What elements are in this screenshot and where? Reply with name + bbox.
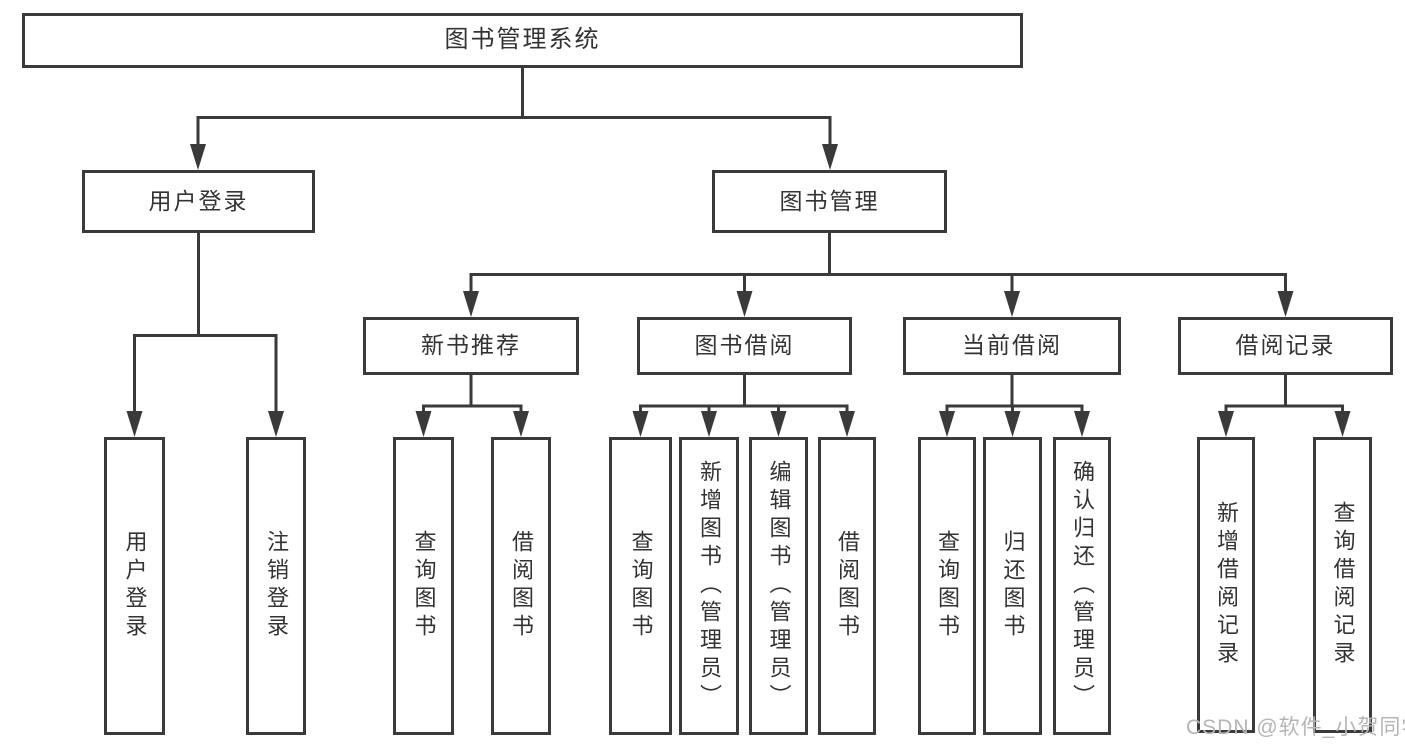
node-user-login: 用户登录 xyxy=(82,170,315,233)
csdn-watermark: CSDN @软件_小贺同学 xyxy=(1186,716,1405,739)
node-new-book-recommend: 新书推荐 xyxy=(363,317,579,375)
node-leaf-logout: 注销登录 xyxy=(246,437,306,735)
node-book-management: 图书管理 xyxy=(712,170,947,233)
node-leaf-query-borrow-record: 查询借阅记录 xyxy=(1313,437,1372,733)
node-leaf-user-login: 用户登录 xyxy=(104,437,165,735)
node-leaf-query-books-3: 查询图书 xyxy=(918,437,976,735)
node-leaf-add-borrow-record: 新增借阅记录 xyxy=(1197,437,1255,733)
node-leaf-add-books-admin: 新增图书（管理员） xyxy=(679,437,739,735)
node-current-borrow: 当前借阅 xyxy=(903,317,1121,375)
node-leaf-confirm-return-admin: 确认归还（管理员） xyxy=(1053,437,1111,735)
node-leaf-borrow-books-1: 借阅图书 xyxy=(491,437,551,735)
node-book-borrow: 图书借阅 xyxy=(637,317,852,375)
node-root: 图书管理系统 xyxy=(22,13,1023,68)
node-borrow-records: 借阅记录 xyxy=(1178,317,1393,375)
node-leaf-borrow-books-2: 借阅图书 xyxy=(818,437,876,735)
node-leaf-query-books-1: 查询图书 xyxy=(393,437,454,735)
node-leaf-edit-books-admin: 编辑图书（管理员） xyxy=(749,437,808,735)
node-leaf-query-books-2: 查询图书 xyxy=(609,437,672,735)
node-leaf-return-books: 归还图书 xyxy=(983,437,1042,735)
